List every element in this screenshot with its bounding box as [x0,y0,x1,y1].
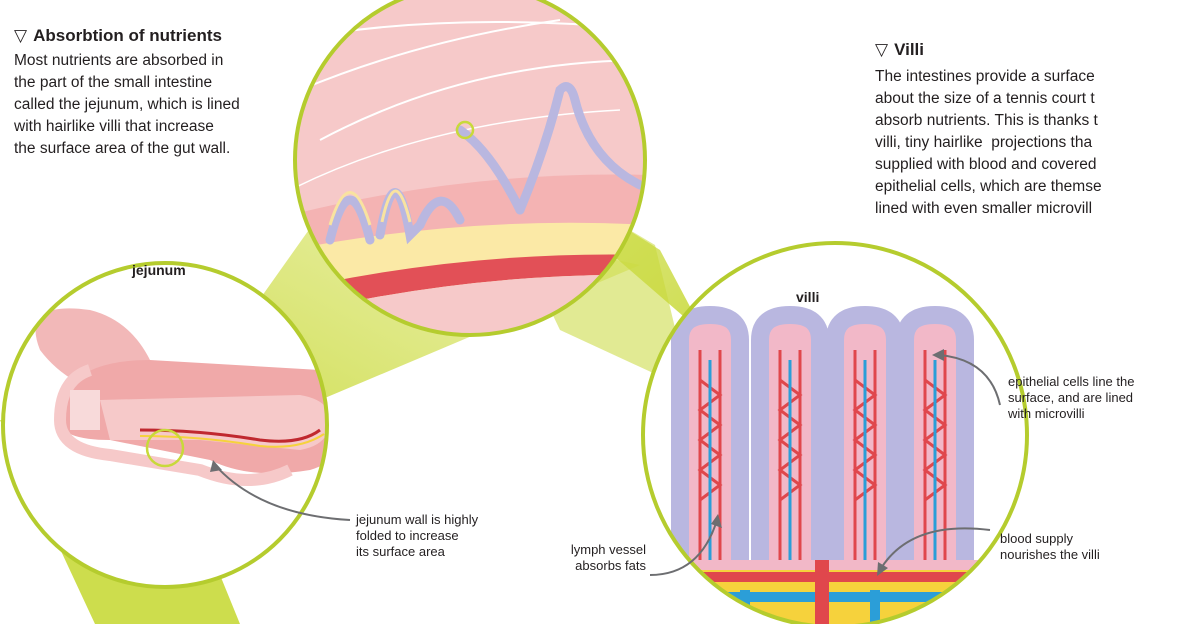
right-heading: ▽ Villi [875,40,924,60]
label-epithelial: epithelial cells line the surface, and a… [1008,374,1134,422]
left-heading: ▽ Absorbtion of nutrients [14,26,222,46]
label-jejunum: jejunum [132,262,186,278]
right-body-text: The intestines provide a surface about t… [875,66,1180,220]
right-heading-text: Villi [894,40,924,59]
label-lymph-vessel: lymph vessel absorbs fats [548,542,646,574]
label-villi: villi [796,289,819,305]
villi-circle [640,240,1040,624]
triangle-down-icon: ▽ [875,40,888,59]
left-heading-text: Absorbtion of nutrients [33,26,222,45]
left-body-text: Most nutrients are absorbed in the part … [14,50,314,160]
triangle-down-icon: ▽ [14,26,27,45]
label-jejunum-wall: jejunum wall is highly folded to increas… [356,512,478,560]
label-blood-supply: blood supply nourishes the villi [1000,531,1100,563]
